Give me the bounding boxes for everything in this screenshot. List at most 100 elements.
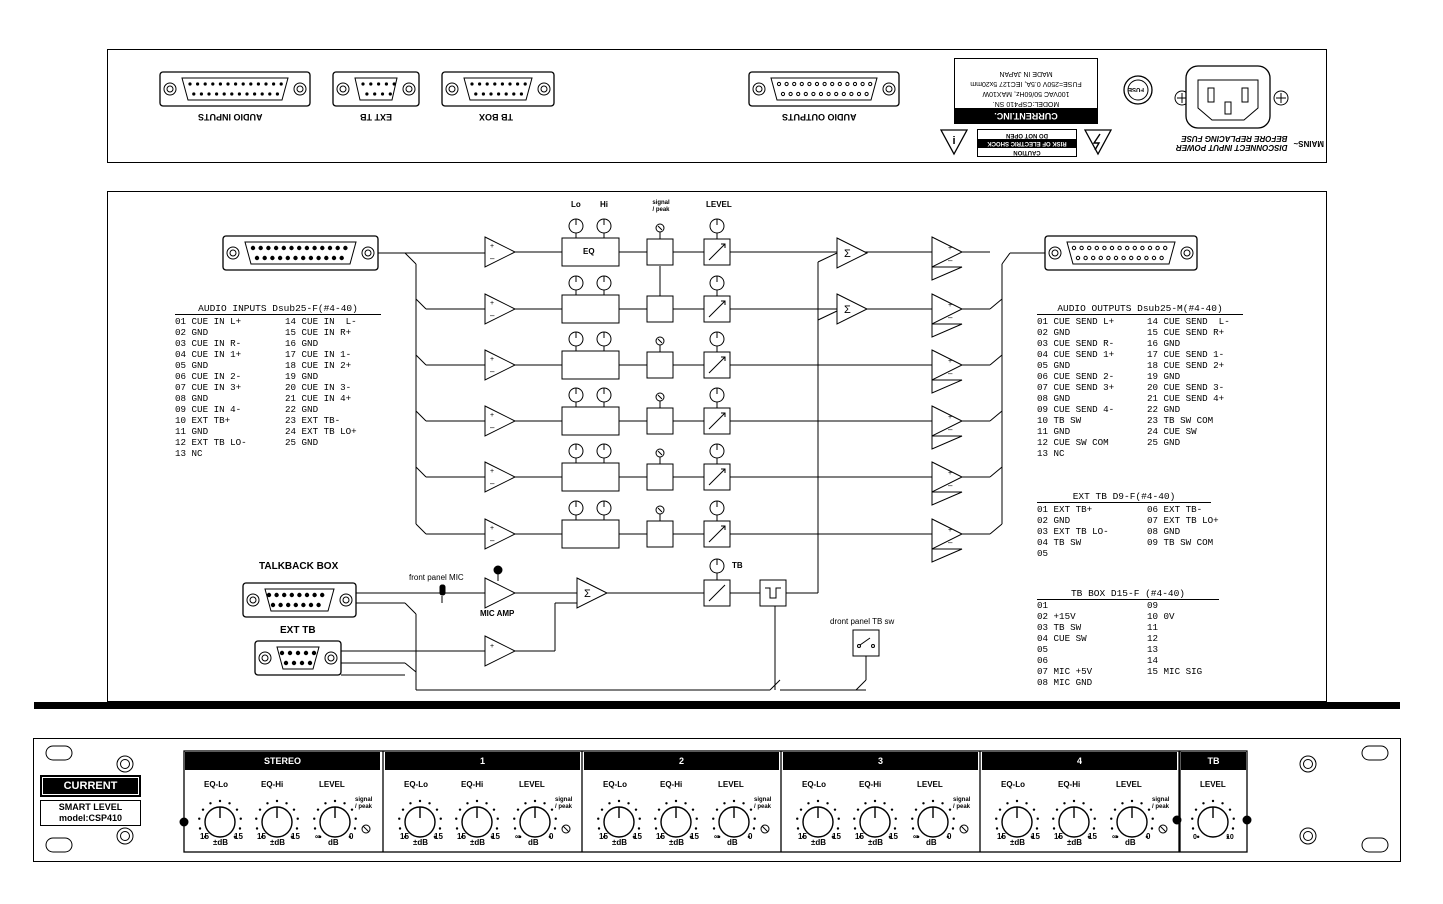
screw-icon bbox=[120, 759, 130, 769]
scale-dot bbox=[1191, 817, 1194, 820]
output-amp bbox=[931, 518, 964, 550]
pin bbox=[470, 82, 474, 86]
knob-label: LEVEL bbox=[718, 780, 744, 789]
output-amp bbox=[931, 293, 964, 325]
pin bbox=[312, 592, 317, 598]
peak-text: / peak bbox=[652, 207, 670, 213]
pin bbox=[1163, 245, 1168, 251]
output-amp bbox=[931, 461, 964, 493]
pin bbox=[1113, 255, 1119, 261]
scale-dot bbox=[602, 835, 606, 839]
scale-dot bbox=[490, 835, 494, 839]
scale-dot bbox=[654, 817, 657, 820]
scale-dot bbox=[550, 808, 554, 811]
eq-block bbox=[561, 462, 620, 492]
scale-max: 15 bbox=[832, 832, 841, 841]
scale-mid: ±dB bbox=[213, 838, 229, 847]
tb-box-pins-col2: 09 10 0V 11 12 13 14 15 MIC SIG bbox=[1147, 600, 1203, 677]
sum-amp bbox=[836, 293, 869, 325]
scale-min: ∞ bbox=[515, 832, 521, 841]
scale-dot bbox=[313, 827, 317, 830]
scale-max: 0 bbox=[1146, 832, 1151, 841]
pin bbox=[500, 82, 504, 86]
scale-dot bbox=[318, 835, 322, 839]
output-amp bbox=[931, 349, 964, 381]
scale-dot bbox=[799, 808, 803, 811]
scale-mid: dB bbox=[328, 838, 339, 847]
scale-dot bbox=[455, 827, 459, 830]
signal-line bbox=[657, 225, 663, 231]
pin bbox=[822, 81, 827, 87]
tb-level-label: LEVEL bbox=[1200, 780, 1226, 789]
screw bbox=[361, 246, 375, 260]
signal-line bbox=[708, 300, 726, 318]
ext-tb-pins-col2: 06 EXT TB- 07 EXT TB LO+ 08 GND 09 TB SW… bbox=[1147, 504, 1219, 548]
model-name: model:CSP410 bbox=[58, 813, 123, 823]
scale-dot bbox=[275, 799, 279, 803]
plus-sign: + bbox=[948, 245, 952, 252]
pin bbox=[493, 82, 497, 86]
signal-text: signal bbox=[1152, 797, 1170, 803]
pin bbox=[277, 255, 283, 261]
scale-dot bbox=[995, 827, 999, 830]
output-amp-lower bbox=[931, 548, 963, 563]
pin bbox=[320, 592, 325, 598]
pin bbox=[253, 92, 257, 96]
pin bbox=[297, 245, 302, 251]
pin bbox=[279, 650, 285, 656]
pin bbox=[316, 602, 321, 608]
scale-max: 15 bbox=[889, 832, 898, 841]
pin bbox=[281, 245, 286, 251]
pin bbox=[489, 92, 493, 96]
signal-line bbox=[989, 523, 1003, 535]
scale-dot bbox=[290, 835, 294, 839]
pin bbox=[199, 92, 203, 96]
pin bbox=[1155, 245, 1160, 251]
scale-min: ∞ bbox=[1112, 832, 1118, 841]
scale-min: 15 bbox=[200, 832, 209, 841]
scale-min: 15 bbox=[599, 832, 608, 841]
scale-dot bbox=[1202, 802, 1205, 805]
scale-dot bbox=[723, 802, 726, 805]
scale-mid: ±dB bbox=[612, 838, 628, 847]
screw bbox=[1180, 246, 1194, 260]
scale-dot bbox=[266, 802, 269, 805]
scale-dot bbox=[258, 808, 262, 811]
scale-max: 15 bbox=[690, 832, 699, 841]
scale-dot bbox=[475, 799, 479, 803]
signal-line bbox=[404, 662, 417, 673]
minus-sign: – bbox=[948, 425, 953, 434]
separator-bar bbox=[34, 702, 1400, 709]
scale-dot bbox=[218, 799, 222, 803]
pin bbox=[1109, 245, 1115, 251]
scale-dot bbox=[995, 817, 998, 820]
pin bbox=[837, 81, 842, 87]
scale-max: 0 bbox=[947, 832, 952, 841]
rear-connectors: i bbox=[159, 65, 1289, 156]
sigma-sign: Σ bbox=[844, 248, 851, 260]
scale-min: 15 bbox=[997, 832, 1006, 841]
pin bbox=[1079, 245, 1084, 251]
scale-dot bbox=[333, 799, 337, 803]
pin bbox=[301, 255, 306, 261]
pin bbox=[860, 81, 865, 87]
screw bbox=[339, 593, 353, 607]
scale-dot bbox=[689, 835, 693, 839]
pin bbox=[218, 82, 222, 86]
pin bbox=[1091, 255, 1096, 261]
scale-dot bbox=[1113, 808, 1117, 811]
screw-icon bbox=[1299, 827, 1317, 845]
scale-dot bbox=[255, 827, 259, 830]
scale-mid: ±dB bbox=[470, 838, 486, 847]
minus-sign: – bbox=[490, 254, 495, 263]
pin bbox=[845, 81, 850, 87]
scale-dot bbox=[209, 802, 212, 805]
scale-dot bbox=[807, 802, 810, 805]
pin bbox=[1129, 255, 1134, 261]
peak-text: / peak bbox=[953, 804, 971, 810]
signal-line bbox=[708, 468, 726, 486]
pin bbox=[207, 92, 211, 96]
scale-dot bbox=[796, 827, 800, 830]
scale-dot bbox=[439, 817, 442, 820]
scale-dot bbox=[316, 808, 320, 811]
